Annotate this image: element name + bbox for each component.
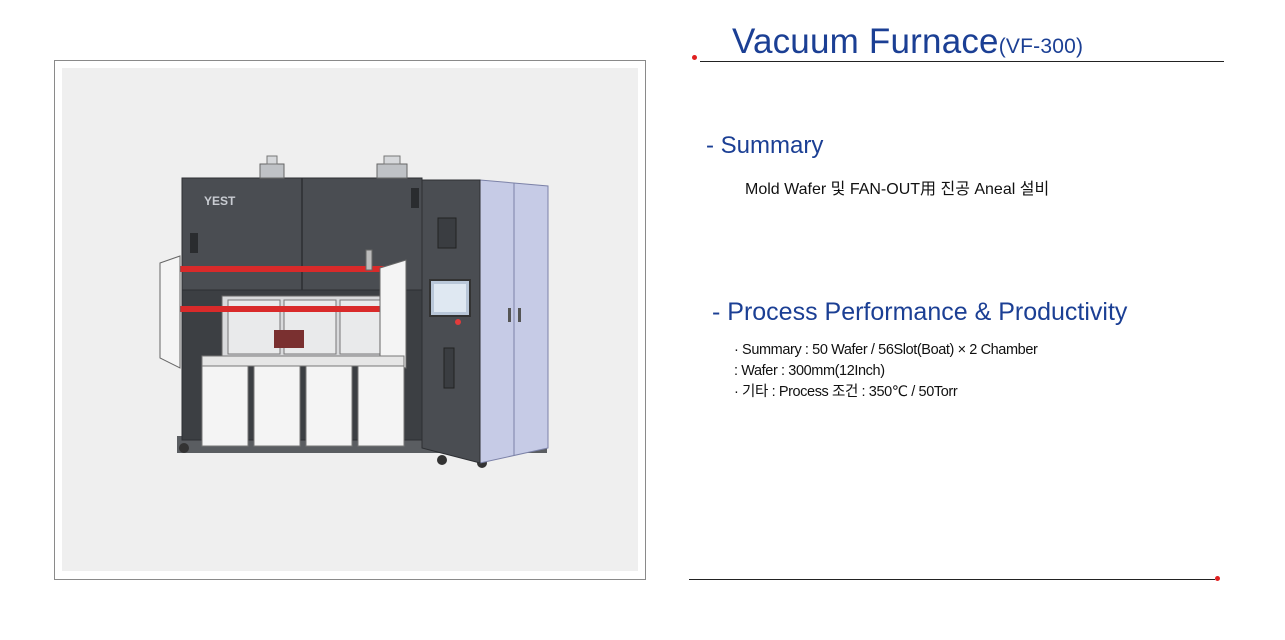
vacuum-furnace-illustration: YEST	[159, 155, 549, 468]
emergency-stop	[455, 319, 461, 325]
performance-line: : Wafer : 300mm(12Inch)	[734, 363, 885, 379]
performance-line: · Summary : 50 Wafer / 56Slot(Boat) × 2 …	[734, 342, 1038, 358]
lower-cabinet	[357, 363, 405, 447]
summary-text: Mold Wafer 및 FAN-OUT用 진공 Aneal 설비	[745, 181, 1050, 198]
brand-logo: YEST	[204, 194, 236, 208]
product-image: YEST	[62, 68, 638, 571]
left-door	[159, 255, 181, 369]
title-accent-dot	[692, 55, 697, 60]
performance-line: · 기타 : Process 조건 : 350℃ / 50Torr	[734, 384, 958, 400]
boat-fixture	[274, 330, 304, 348]
page-title: Vacuum Furnace(VF-300)	[732, 22, 1083, 62]
lower-cabinet	[305, 363, 353, 447]
product-image-frame: YEST	[54, 60, 646, 580]
bottom-accent-dot	[1215, 576, 1220, 581]
caster-wheel	[179, 443, 189, 453]
performance-list: · Summary : 50 Wafer / 56Slot(Boat) × 2 …	[734, 340, 1038, 403]
lower-cabinet	[201, 363, 249, 447]
title-bar: Vacuum Furnace(VF-300)	[700, 20, 1224, 62]
bottom-divider	[689, 579, 1215, 580]
caster-wheel	[437, 455, 447, 465]
red-rail-upper	[170, 266, 390, 272]
red-rail-lower	[170, 306, 380, 312]
title-text: Vacuum Furnace	[732, 22, 999, 61]
lower-cabinet	[253, 363, 301, 447]
summary-heading: - Summary	[706, 132, 824, 159]
performance-heading: - Process Performance & Productivity	[712, 298, 1128, 326]
right-door	[379, 259, 407, 369]
model-number: (VF-300)	[998, 35, 1084, 58]
